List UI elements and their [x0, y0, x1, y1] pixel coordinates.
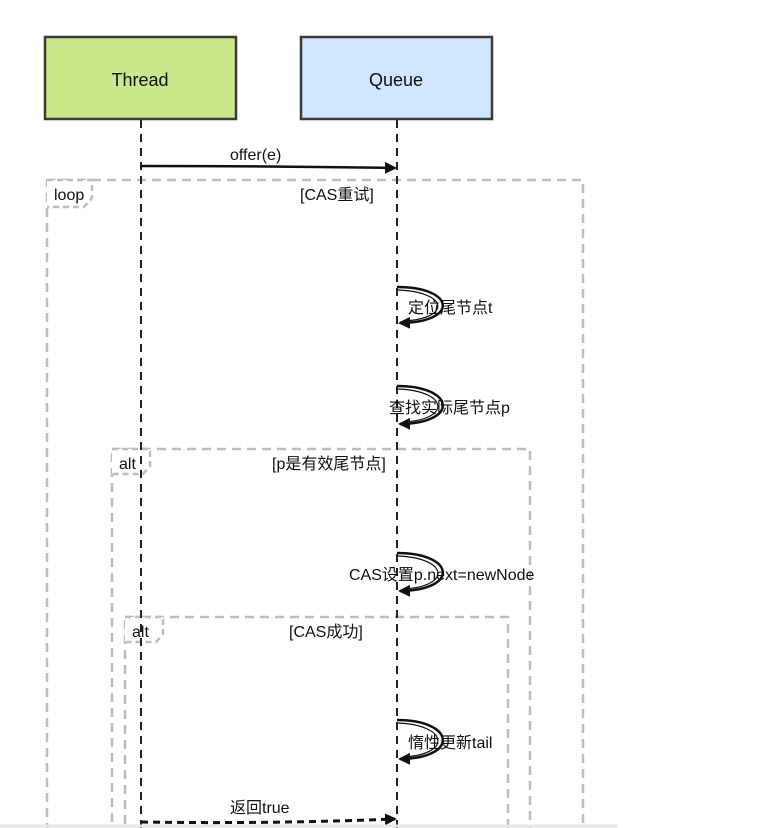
- message-find-tail-p-label: 查找实际尾节点p: [389, 399, 510, 417]
- message-find-tail-p: 查找实际尾节点p: [389, 384, 510, 430]
- frame-alt-outer-guard: [p是有效尾节点]: [272, 455, 386, 473]
- message-lazy-update-tail: 惰性更新tail: [396, 718, 492, 765]
- frame-loop-guard: [CAS重试]: [300, 186, 374, 204]
- frame-loop-tag: [47, 178, 94, 209]
- frame-alt-outer-label: alt: [119, 456, 136, 473]
- actor-queue: Queue: [299, 35, 494, 121]
- frame-loop-label: loop: [54, 187, 84, 204]
- actor-thread: Thread: [43, 35, 238, 121]
- message-offer-label: offer(e): [230, 147, 281, 164]
- message-return-true-label: 返回true: [230, 799, 290, 817]
- frame-alt-inner-label: alt: [132, 624, 149, 641]
- frame-alt-outer-tag: [112, 447, 152, 476]
- message-locate-tail-label: 定位尾节点t: [408, 299, 493, 317]
- message-cas-set-next-label: CAS设置p.next=newNode: [349, 566, 535, 584]
- frame-alt-inner-guard: [CAS成功]: [289, 623, 363, 641]
- message-offer: offer(e): [140, 147, 397, 174]
- frame-loop: loop [CAS重试]: [45, 178, 585, 828]
- frame-alt-inner: alt [CAS成功]: [123, 615, 510, 828]
- frame-alt-outer: alt [p是有效尾节点]: [110, 447, 532, 828]
- message-lazy-update-tail-label: 惰性更新tail: [408, 734, 492, 752]
- actor-thread-label: Thread: [111, 70, 168, 90]
- message-return-true: 返回true: [140, 799, 397, 826]
- actor-queue-label: Queue: [369, 70, 423, 90]
- message-cas-set-next: CAS设置p.next=newNode: [349, 551, 535, 597]
- frame-alt-inner-tag: [125, 615, 165, 644]
- message-locate-tail: 定位尾节点t: [396, 285, 493, 329]
